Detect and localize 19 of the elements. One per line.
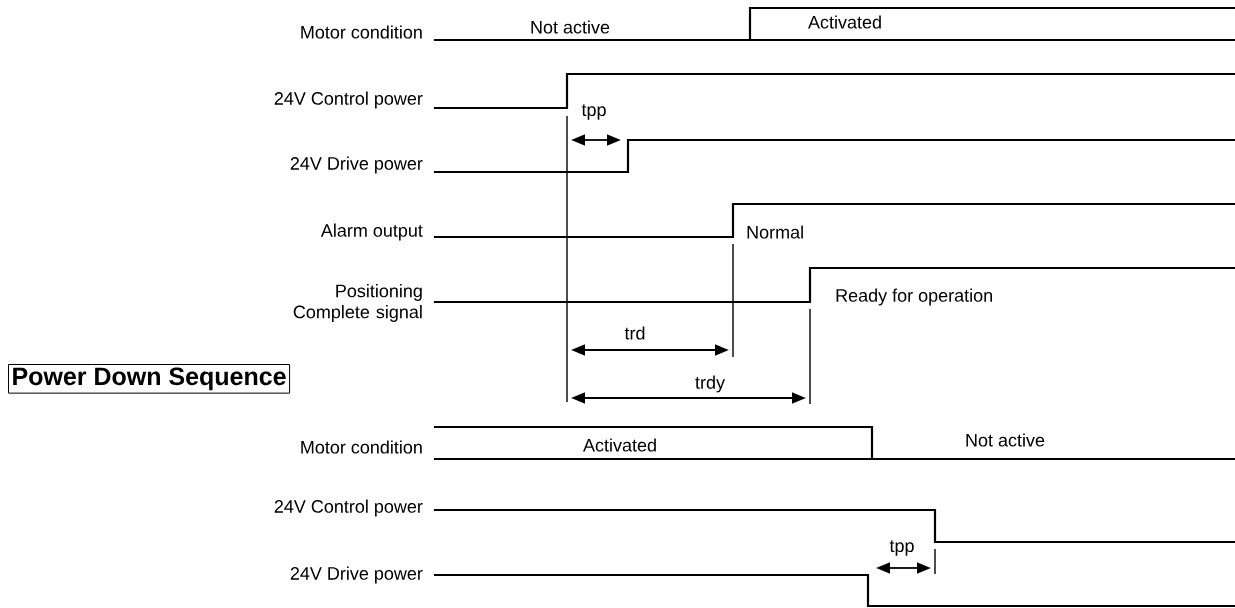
signal-name: 24V Control power	[274, 499, 423, 517]
timing-label: tpp	[889, 540, 914, 556]
signal-name: 24V Drive power	[290, 566, 423, 584]
state-label: Normal	[747, 225, 803, 239]
signal-name: 24V Drive power	[290, 156, 423, 174]
state-label: Not active	[531, 20, 610, 34]
timing-label: trdy	[695, 375, 725, 393]
state-label: Activated	[808, 15, 881, 29]
timing-label: tpp	[581, 104, 606, 120]
state-label: Ready for operation	[836, 288, 992, 306]
signal-name: Alarm output	[320, 223, 423, 241]
signal-name: Motor condition	[301, 25, 422, 39]
signal-name: Positioning Complete signal	[293, 284, 422, 322]
state-label: Not active	[966, 433, 1045, 447]
heading-box: Power Down Sequence	[8, 364, 291, 394]
signal-name: 24V Control power	[274, 91, 423, 109]
state-label: Activated	[583, 438, 656, 452]
timing-label: trd	[624, 326, 645, 340]
signal-name: Motor condition	[301, 440, 422, 454]
